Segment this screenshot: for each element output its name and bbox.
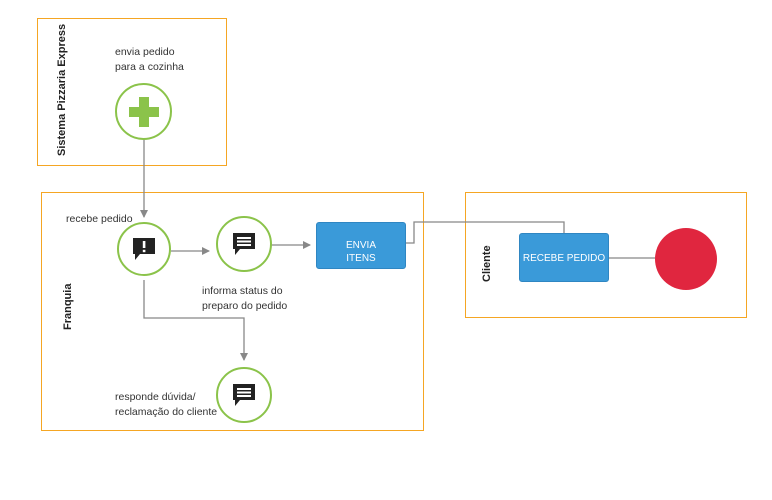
label-informa-1: informa status do [202,285,283,297]
pool-sistema [37,18,227,166]
label-responde-2: reclamação do cliente [115,406,218,418]
task-recebe-pedido[interactable]: RECEBE PEDIDO [519,233,609,282]
task-envia-itens-line1: ENVIA [345,240,376,251]
receive-event[interactable] [117,222,171,276]
response-message-event[interactable] [216,367,272,423]
plus-icon [128,96,159,127]
label-responde-1: responde dúvida/ [115,391,196,403]
start-event[interactable] [115,83,172,140]
label-envia-pedido-2: para a cozinha [115,61,184,73]
status-message-event[interactable] [216,216,272,272]
task-recebe-pedido-label: RECEBE PEDIDO [522,253,606,264]
task-envia-itens[interactable]: ENVIA ITENS [316,222,406,269]
pool-cliente [465,192,747,318]
end-event[interactable] [655,228,717,290]
label-recebe-pedido: recebe pedido [66,213,133,225]
message-lines-icon [233,233,255,255]
flow-recebe-to-responde [143,280,248,361]
message-lines-icon [233,384,255,406]
label-envia-pedido-1: envia pedido [115,46,175,58]
message-exclamation-icon [133,238,155,260]
label-informa-2: preparo do pedido [202,300,288,312]
flow-envia-to-cliente [406,221,565,244]
pool-franquia [41,192,424,431]
task-envia-itens-line2: ITENS [346,253,376,264]
